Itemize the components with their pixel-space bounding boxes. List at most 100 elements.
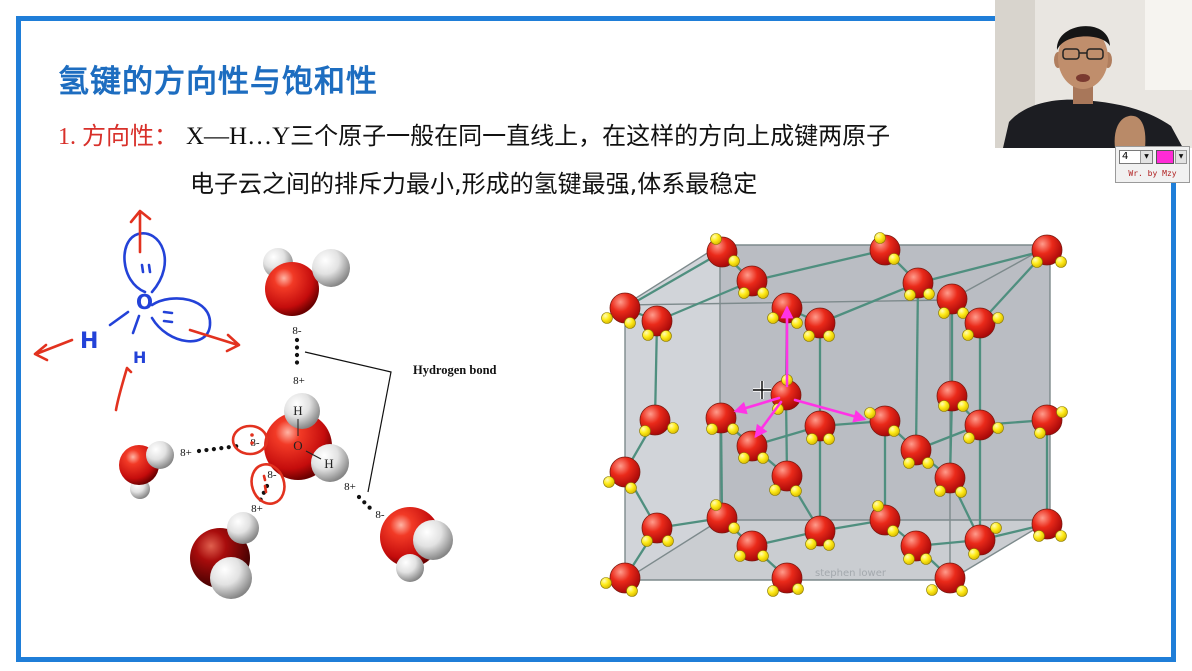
arrow-down-stroke [114, 366, 133, 412]
pen-color-swatch[interactable] [1156, 150, 1174, 164]
ice-hydrogen-atom [1055, 530, 1067, 542]
ice-hydrogen-atom [1056, 406, 1068, 418]
ice-hydrogen-atom [963, 432, 975, 444]
ice-hydrogen-atom [639, 425, 651, 437]
ice-hydrogen-atom [992, 422, 1004, 434]
point-1-text: 三个原子一般在同一直线上，在这样的方向上成键两原子 [290, 122, 891, 150]
ice-oxygen-atom [609, 292, 641, 324]
ice-hydrogen-atom [757, 287, 769, 299]
ice-hydrogen-atom [887, 525, 899, 537]
image-watermark: stephen lower [815, 568, 887, 579]
ice-hydrogen-atom [738, 287, 750, 299]
lone-pair-dot [250, 441, 254, 445]
lone-pair-dot [250, 433, 254, 437]
chevron-down-icon[interactable]: ▼ [1175, 150, 1187, 164]
ice-hydrogen-atom [864, 407, 876, 419]
ice-oxygen-atom [641, 305, 673, 337]
ice-hydrogen-atom [706, 423, 718, 435]
ice-hydrogen-atom [734, 550, 746, 562]
ice-oxygen-atom [771, 460, 803, 492]
hydrogen-bond-dots [257, 483, 270, 504]
chevron-down-icon[interactable]: ▼ [1140, 151, 1152, 163]
hydrogen-atom [396, 554, 424, 582]
ice-hydrogen-atom [992, 312, 1004, 324]
hydrogen-bond-dots [356, 494, 375, 513]
ice-hydrogen-atom [757, 452, 769, 464]
atom-label-o: O [293, 438, 302, 453]
arrow-left-icon [33, 338, 74, 362]
point-1-label: 1. 方向性： [58, 124, 178, 150]
pen-size-value: 4 [1122, 151, 1129, 162]
ice-oxygen-atom [641, 512, 673, 544]
point-1-line-1: 1. 方向性：X—H…Y三个原子一般在同一直线上，在这样的方向上成键两原子 [58, 116, 890, 151]
charge-label: 8+ [251, 503, 263, 515]
hydrogen-atom [210, 557, 252, 599]
ice-hydrogen-atom [923, 288, 935, 300]
ice-hydrogen-atom [728, 255, 740, 267]
ice-oxygen-atom [609, 456, 641, 488]
ice-hydrogen-atom [926, 584, 938, 596]
ice-hydrogen-atom [710, 233, 722, 245]
lone-pair-lobe [150, 297, 212, 343]
ice-bond [719, 417, 724, 519]
pen-toolbar: 4 ▼ ▼ Wr. by Mzy [1115, 146, 1190, 183]
ice-hydrogen-atom [660, 330, 672, 342]
ice-hydrogen-atom [904, 289, 916, 301]
lone-pair-mark [262, 474, 268, 494]
hydrogen-bond-dots [196, 443, 241, 454]
arrow-icon [733, 396, 781, 415]
ice-hydrogen-atom [626, 585, 638, 597]
ice-hydrogen-atom [738, 452, 750, 464]
ice-hydrogen-atom [990, 522, 1002, 534]
slide-title: 氢键的方向性与饱和性 [58, 64, 378, 100]
ice-bond [914, 282, 920, 451]
crosshair-cursor-icon [753, 381, 771, 399]
ice-hydrogen-atom [806, 433, 818, 445]
hydrogen-bond-leader-line [304, 351, 392, 493]
ice-oxygen-atom [964, 524, 996, 556]
ice-hydrogen-atom [922, 457, 934, 469]
charge-label: 8- [292, 325, 302, 337]
ice-hydrogen-atom [955, 486, 967, 498]
webcam-feed [995, 0, 1192, 148]
ice-hydrogen-atom [1031, 256, 1043, 268]
atom-label-h: H [324, 456, 333, 471]
ice-hydrogen-atom [710, 499, 722, 511]
presenter [1003, 26, 1183, 148]
ice-hydrogen-atom [600, 577, 612, 589]
charge-label: 8+ [293, 375, 305, 387]
ice-hydrogen-atom [1055, 256, 1067, 268]
ice-hydrogen-atom [791, 317, 803, 329]
ice-oxygen-atom [964, 307, 996, 339]
ice-hydrogen-atom [956, 585, 968, 597]
pen-size-select[interactable]: 4 ▼ [1119, 150, 1153, 164]
ice-oxygen-atom [934, 562, 966, 594]
ice-hydrogen-atom [888, 425, 900, 437]
ice-hydrogen-atom [624, 317, 636, 329]
ice-crystal-figure: stephen lower [600, 232, 1068, 597]
lone-pair-mark [140, 263, 152, 274]
ice-hydrogen-atom [823, 433, 835, 445]
ice-bond [917, 248, 1048, 285]
charge-label: 8- [250, 437, 260, 449]
ice-hydrogen-atom [728, 522, 740, 534]
ice-hydrogen-atom [1034, 427, 1046, 439]
ice-bond [751, 248, 886, 283]
handwritten-hydrogen: H [133, 348, 146, 367]
ice-lattice [600, 232, 1068, 597]
presenter-video [995, 0, 1192, 148]
hydrogen-atom [311, 444, 349, 482]
ice-hydrogen-atom [920, 553, 932, 565]
point-1-line-2: 电子云之间的排斥力最小,形成的氢键最强,体系最稳定 [190, 170, 758, 198]
ice-hydrogen-atom [767, 585, 779, 597]
ice-bond [653, 320, 659, 421]
ice-hydrogen-atom [767, 312, 779, 324]
ice-hydrogen-atom [667, 422, 679, 434]
ice-hydrogen-atom [962, 329, 974, 341]
ice-hydrogen-atom [903, 457, 915, 469]
ice-hydrogen-atom [872, 500, 884, 512]
ice-hydrogen-atom [1033, 530, 1045, 542]
atom-label-h: H [293, 403, 302, 418]
bond-line [305, 450, 322, 460]
